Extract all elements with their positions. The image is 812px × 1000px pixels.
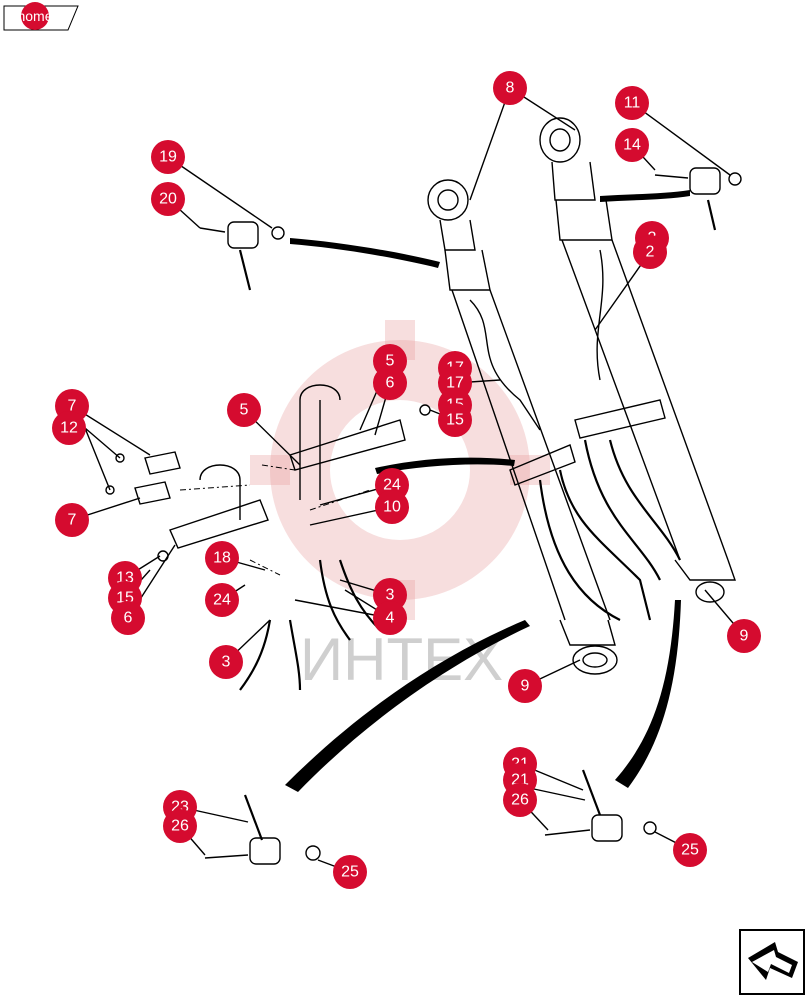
svg-text:14: 14: [623, 137, 641, 154]
callout-9-right[interactable]: 9: [727, 619, 761, 653]
callout-14[interactable]: 14: [615, 128, 649, 162]
svg-text:20: 20: [159, 191, 177, 208]
callout-11[interactable]: 11: [615, 86, 649, 120]
callout-25-right[interactable]: 25: [673, 833, 707, 867]
callout-20[interactable]: 20: [151, 182, 185, 216]
home-label[interactable]: home: [17, 8, 52, 24]
callout-4[interactable]: 4: [373, 601, 407, 635]
svg-text:9: 9: [521, 678, 530, 695]
callout-26-right[interactable]: 26: [503, 783, 537, 817]
svg-text:3: 3: [222, 654, 231, 671]
callout-25-left[interactable]: 25: [333, 855, 367, 889]
svg-text:26: 26: [171, 818, 189, 835]
svg-text:4: 4: [386, 610, 395, 627]
svg-text:19: 19: [159, 149, 177, 166]
svg-text:18: 18: [213, 550, 231, 567]
watermark-text: ИНТЕХ: [300, 626, 503, 693]
svg-text:2: 2: [646, 244, 655, 261]
svg-text:3: 3: [386, 587, 395, 604]
svg-text:5: 5: [240, 402, 249, 419]
callout-7-bottom[interactable]: 7: [55, 503, 89, 537]
svg-text:12: 12: [60, 420, 78, 437]
svg-text:6: 6: [386, 375, 395, 392]
callout-8[interactable]: 8: [493, 71, 527, 105]
svg-text:15: 15: [446, 412, 464, 429]
callouts: 8 11 19 14 20 2 2 5 6 17 17 15 15 7 12 5…: [52, 71, 761, 889]
hoses: [199, 384, 681, 691]
callout-2[interactable]: 2: [633, 235, 667, 269]
svg-text:25: 25: [341, 864, 359, 881]
callout-12[interactable]: 12: [52, 411, 86, 445]
clamps: [105, 399, 666, 562]
reference-arrows: [285, 190, 690, 792]
callout-6-left[interactable]: 6: [111, 601, 145, 635]
callout-5-mid[interactable]: 5: [227, 393, 261, 427]
svg-text:7: 7: [68, 398, 77, 415]
callout-9-left[interactable]: 9: [508, 669, 542, 703]
svg-text:6: 6: [124, 610, 133, 627]
callout-10[interactable]: 10: [375, 490, 409, 524]
svg-text:7: 7: [68, 512, 77, 529]
svg-text:5: 5: [386, 353, 395, 370]
callout-18[interactable]: 18: [205, 541, 239, 575]
svg-text:17: 17: [446, 375, 464, 392]
svg-text:8: 8: [506, 80, 515, 97]
callout-15[interactable]: 15: [438, 403, 472, 437]
callout-24-left[interactable]: 24: [205, 583, 239, 617]
callout-26-left[interactable]: 26: [163, 809, 197, 843]
flanges: [199, 167, 742, 865]
callout-19[interactable]: 19: [151, 140, 185, 174]
home-tab[interactable]: home: [3, 2, 79, 31]
svg-text:26: 26: [511, 792, 529, 809]
return-arrow-icon[interactable]: [739, 929, 805, 995]
svg-text:25: 25: [681, 842, 699, 859]
svg-text:10: 10: [383, 499, 401, 516]
left-cylinder: [427, 179, 618, 675]
svg-text:9: 9: [740, 628, 749, 645]
right-cylinder: [539, 117, 736, 603]
callout-3-left[interactable]: 3: [209, 645, 243, 679]
svg-text:11: 11: [624, 95, 641, 112]
svg-text:24: 24: [383, 477, 401, 494]
svg-text:24: 24: [213, 592, 231, 609]
callout-6-top[interactable]: 6: [373, 366, 407, 400]
